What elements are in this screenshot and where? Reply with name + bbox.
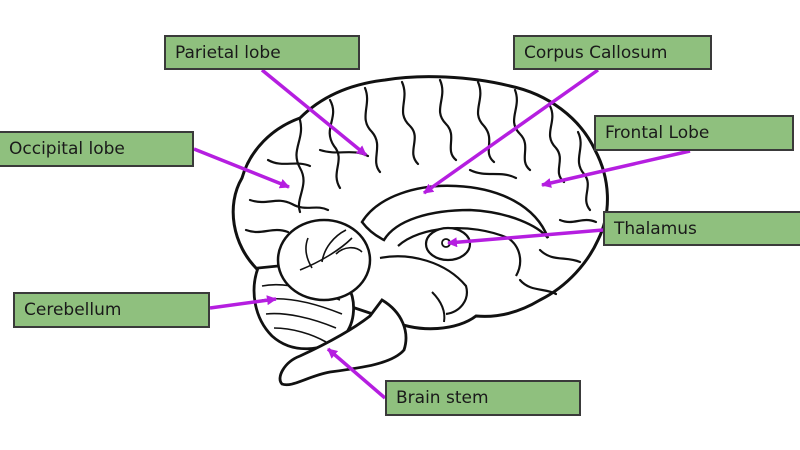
arrow-corpus [422,68,600,195]
arrow-occipital [193,147,290,189]
label-text: Brain stem [396,388,489,408]
fornix-shape [397,227,522,277]
label-text: Thalamus [614,218,697,239]
arrow-thalamus [447,228,604,248]
label-cerebellum: Cerebellum [13,292,210,328]
label-thalamus: Thalamus [603,211,800,246]
arrow-parietal [260,68,368,157]
label-corpus-callosum: Corpus Callosum [513,35,712,70]
label-text: Frontal Lobe [605,123,710,143]
label-brain-stem: Brain stem [385,380,581,416]
arrow-brainstem [326,347,387,400]
pointer-arrows [193,68,691,400]
arrow-frontal [541,149,691,188]
label-parietal-lobe: Parietal lobe [164,35,360,70]
label-text: Cerebellum [24,300,122,320]
label-text: Corpus Callosum [524,42,668,63]
arrow-cerebellum [209,295,277,310]
label-text: Occipital lobe [9,139,125,159]
label-text: Parietal lobe [175,42,281,63]
label-frontal-lobe: Frontal Lobe [594,115,794,151]
label-occipital-lobe: Occipital lobe [0,131,194,167]
brain-stem-shape [278,298,408,387]
